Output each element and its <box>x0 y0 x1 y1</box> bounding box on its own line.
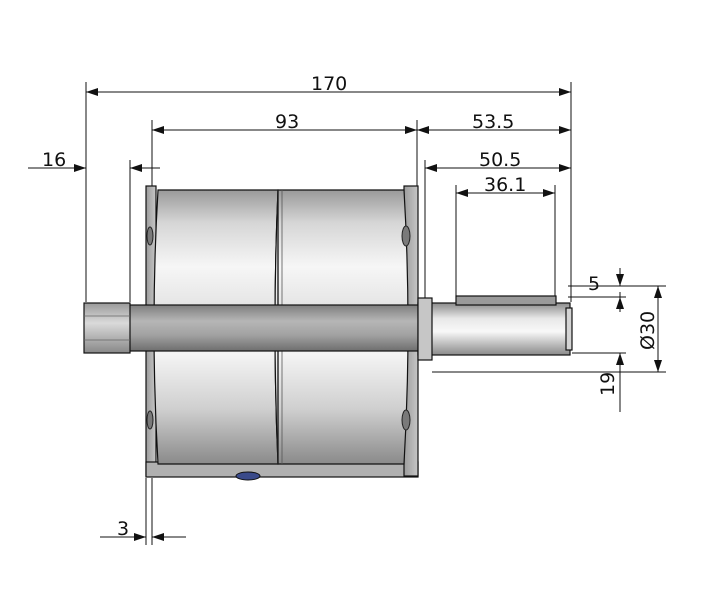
center-bar <box>127 304 421 352</box>
keyway <box>455 295 557 306</box>
port-fitting <box>235 471 261 481</box>
dimension-lines <box>28 88 662 541</box>
dim-shaft-exposed-length: 50.5 <box>479 149 521 171</box>
shaft-collar <box>417 297 433 361</box>
dim-center-height: 19 <box>597 372 619 396</box>
output-shaft <box>417 302 571 356</box>
rear-stub <box>83 302 131 354</box>
bolt-head-upper <box>401 225 411 247</box>
dim-overall-length: 170 <box>311 73 347 95</box>
shaft-chamfer <box>565 307 573 351</box>
dim-shaft-diameter: Ø30 <box>637 311 659 350</box>
dim-shaft-length: 53.5 <box>472 111 514 133</box>
bolt-head-left-lower <box>146 410 154 430</box>
dim-rear-stub-length: 16 <box>42 149 66 171</box>
actuator-part <box>83 185 573 481</box>
dimension-labels: 170 93 53.5 50.5 36.1 16 3 5 Ø30 19 <box>42 73 659 540</box>
dim-body-length: 93 <box>275 111 299 133</box>
bolt-head-left-upper <box>146 226 154 246</box>
dim-plate-thickness: 3 <box>117 518 129 540</box>
extension-lines <box>85 82 666 545</box>
dim-keyway-length: 36.1 <box>484 174 526 196</box>
dim-keyway-depth: 5 <box>588 273 600 295</box>
bolt-head-lower <box>401 409 411 431</box>
